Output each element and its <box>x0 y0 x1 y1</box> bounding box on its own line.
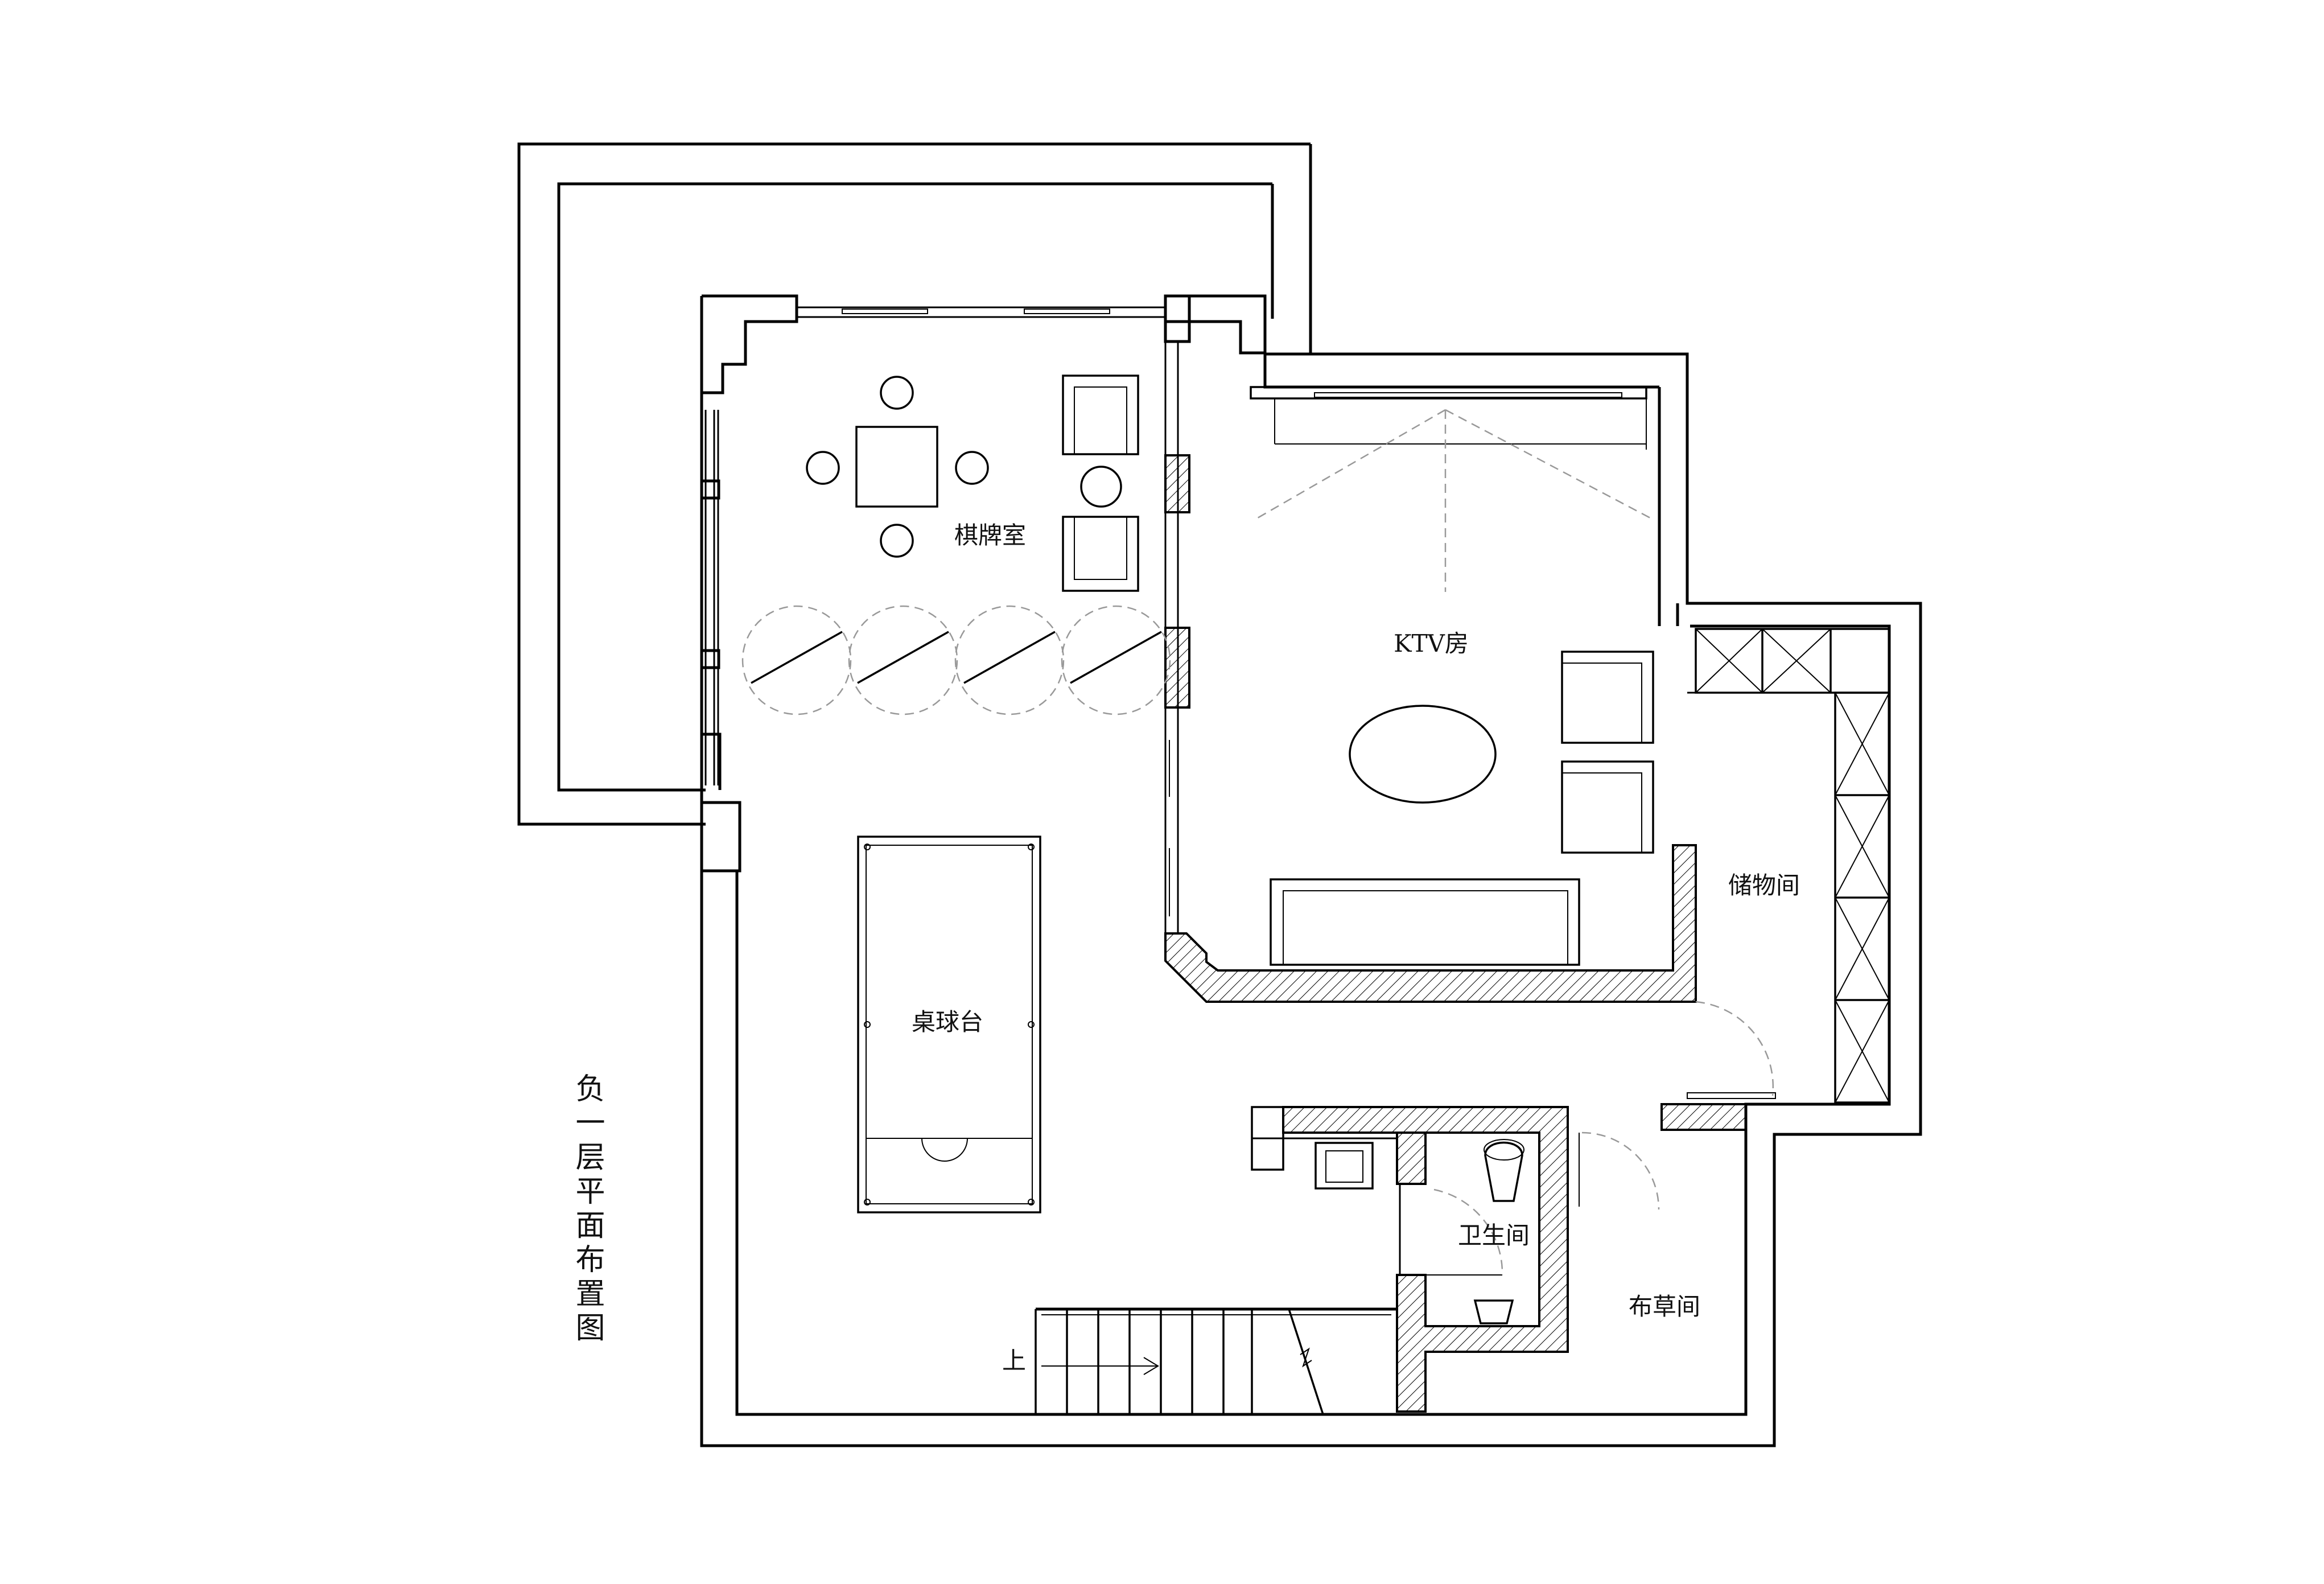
sink <box>1315 1142 1374 1190</box>
exterior-walls <box>700 294 1922 1447</box>
armchair <box>1561 651 1654 744</box>
stool <box>806 451 840 485</box>
billiard-table <box>857 836 1041 1213</box>
chess-room-west-wall <box>700 294 1165 873</box>
room-label-chess: 棋牌室 <box>954 521 1026 549</box>
coffee-table <box>1349 705 1497 804</box>
armchair-set-chess-room <box>1062 375 1139 592</box>
armchair <box>1561 760 1654 854</box>
folding-doors <box>741 605 1171 715</box>
room-label-billiards: 桌球台 <box>912 1008 983 1036</box>
basin <box>1473 1299 1514 1324</box>
terrace-boundary <box>517 142 1312 826</box>
chess-ktv-partition <box>1164 294 1191 933</box>
bathroom-block <box>1251 1106 1660 1413</box>
storage-room <box>1660 628 1890 1131</box>
room-label-linen: 布草间 <box>1629 1293 1700 1320</box>
stool <box>880 524 914 558</box>
toilet <box>1484 1141 1523 1202</box>
room-label-storage: 储物间 <box>1728 871 1800 899</box>
sofa <box>1270 878 1580 966</box>
chess-table-set <box>806 376 989 558</box>
stair-up-label: 上 <box>1002 1347 1026 1375</box>
chess-table <box>855 426 938 508</box>
drawing-title: 负一层平面布置图 <box>570 1073 604 1346</box>
ktv-furniture <box>1270 651 1654 966</box>
stool <box>880 376 914 410</box>
room-label-ktv: KTV房 <box>1394 630 1469 657</box>
staircase <box>1035 1307 1397 1415</box>
room-label-bathroom: 卫生间 <box>1458 1221 1530 1249</box>
stool <box>955 451 989 485</box>
ktv-south-wall <box>1164 844 1697 1003</box>
ktv-screen-wall <box>1250 386 1651 592</box>
